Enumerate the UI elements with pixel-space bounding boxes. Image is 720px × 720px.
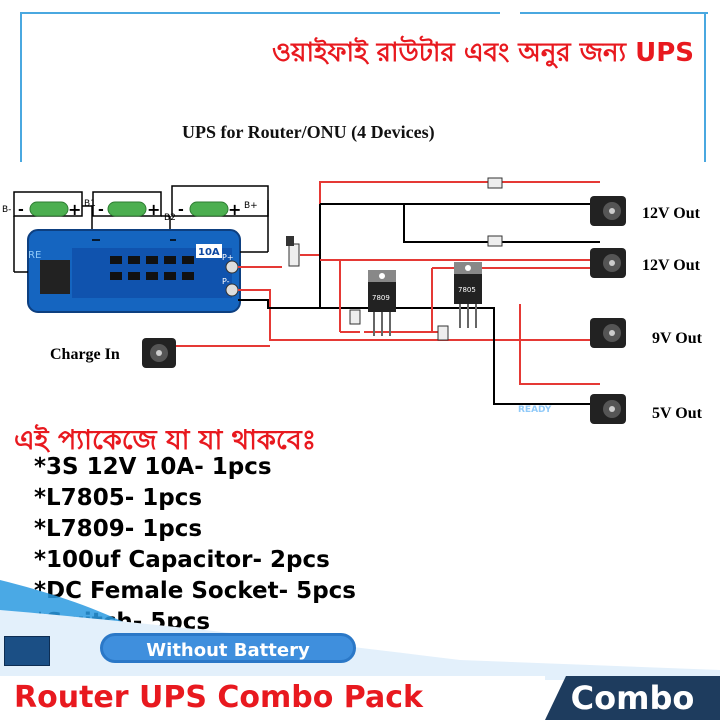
output-socket-2 [590, 248, 626, 278]
label-bplus: B+ [244, 201, 258, 211]
regulator-7805: 7805 [454, 262, 482, 328]
output-label-4: 5V Out [652, 405, 703, 422]
list-item: *DC Female Socket- 5pcs [34, 578, 356, 604]
list-item: *L7809- 1pcs [34, 516, 203, 542]
battery-cell-2 [107, 201, 147, 217]
frame-right-line [704, 12, 706, 162]
battery-cell-1 [29, 201, 69, 217]
title-bengali-text: ওয়াইফাই রাউটার এবং অনুর জন্য [272, 38, 627, 68]
label-bminus: B- [2, 205, 11, 215]
battery-cell-3 [189, 201, 229, 217]
regulator-7809-label: 7809 [372, 294, 390, 302]
watermark-ready: READY [518, 405, 552, 415]
output-label-2: 12V Out [642, 257, 701, 274]
output-socket-4 [590, 394, 626, 424]
watermark-left: RE [28, 250, 41, 261]
diagram-subtitle: UPS for Router/ONU (4 Devices) [182, 122, 435, 142]
output-label-1: 12V Out [642, 205, 701, 222]
svg-text:-: - [178, 202, 184, 218]
output-socket-1 [590, 196, 626, 226]
list-item: *L7805- 1pcs [34, 485, 203, 511]
title-ups-text: UPS [635, 38, 694, 68]
list-item: *100uf Capacitor- 2pcs [34, 547, 330, 573]
charge-socket [142, 338, 270, 368]
pin-pminus: P- [222, 277, 230, 286]
brand-logo [4, 636, 50, 666]
list-item: *3S 12V 10A- 1pcs [34, 454, 272, 480]
label-b1: B1 [84, 199, 96, 209]
charge-in-label: Charge In [50, 346, 120, 363]
output-label-3: 9V Out [652, 330, 703, 347]
switch-out1 [487, 177, 503, 189]
without-battery-badge: Without Battery [100, 633, 356, 663]
svg-text:-: - [18, 202, 24, 218]
battery-pack: - + - + - + B1 B2 B- B+ [2, 185, 269, 272]
svg-text:+: + [147, 200, 160, 219]
regulator-7805-label: 7805 [458, 286, 476, 294]
output-socket-3 [590, 318, 626, 348]
pin-pplus: P+ [222, 253, 234, 262]
svg-text:+: + [228, 200, 241, 219]
regulator-7809: 7809 [368, 270, 396, 336]
decorative-swoosh [0, 580, 720, 680]
footer-title: Router UPS Combo Pack [0, 676, 545, 720]
frame-top-line [20, 12, 500, 14]
svg-text:-: - [98, 202, 104, 218]
switch-out3 [349, 309, 361, 325]
bms-board: 10A P+ P- [27, 229, 241, 313]
switch-out4 [437, 325, 449, 341]
wiring-diagram: - + - + - + B1 B2 B- B+ 10A P+ P- [2, 177, 703, 424]
svg-text:+: + [68, 200, 81, 219]
frame-top-right-line [520, 12, 708, 14]
bms-current-label: 10A [198, 247, 220, 258]
switch-out2 [487, 235, 503, 247]
combo-tag: Combo [545, 676, 720, 720]
main-switch [288, 243, 300, 267]
frame-left-line [20, 12, 22, 162]
bengali-title: ওয়াইফাই রাউটার এবং অনুর জন্য UPS [272, 32, 694, 76]
package-heading: এই প্যাকেজে যা যা থাকবেঃ [14, 425, 317, 456]
